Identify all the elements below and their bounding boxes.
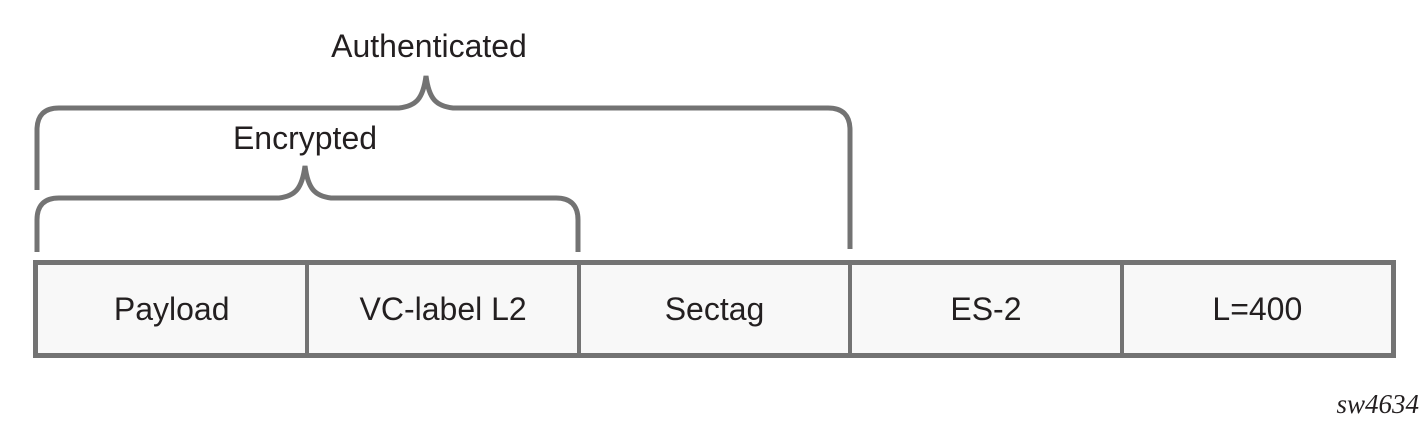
field-label: Payload	[113, 290, 230, 327]
field-box-sectag: Sectag	[576, 265, 848, 353]
field-label: L=400	[1212, 290, 1303, 327]
encrypted-label: Encrypted	[232, 120, 378, 156]
field-box-payload: Payload	[38, 265, 305, 353]
field-box-es-2: ES-2	[848, 265, 1119, 353]
field-box-vc-label-l2: VC-label L2	[305, 265, 576, 353]
encrypted-brace	[34, 165, 581, 252]
watermark-label: sw4634	[1336, 389, 1419, 419]
authenticated-brace	[34, 75, 853, 249]
field-label: ES-2	[950, 290, 1022, 327]
field-label: Sectag	[664, 290, 765, 327]
field-box-l400: L=400	[1119, 265, 1391, 353]
authenticated-label: Authenticated	[331, 28, 527, 64]
packet-field-row: Payload VC-label L2 Sectag ES-2 L=400	[33, 260, 1396, 358]
field-label: VC-label L2	[359, 290, 527, 327]
